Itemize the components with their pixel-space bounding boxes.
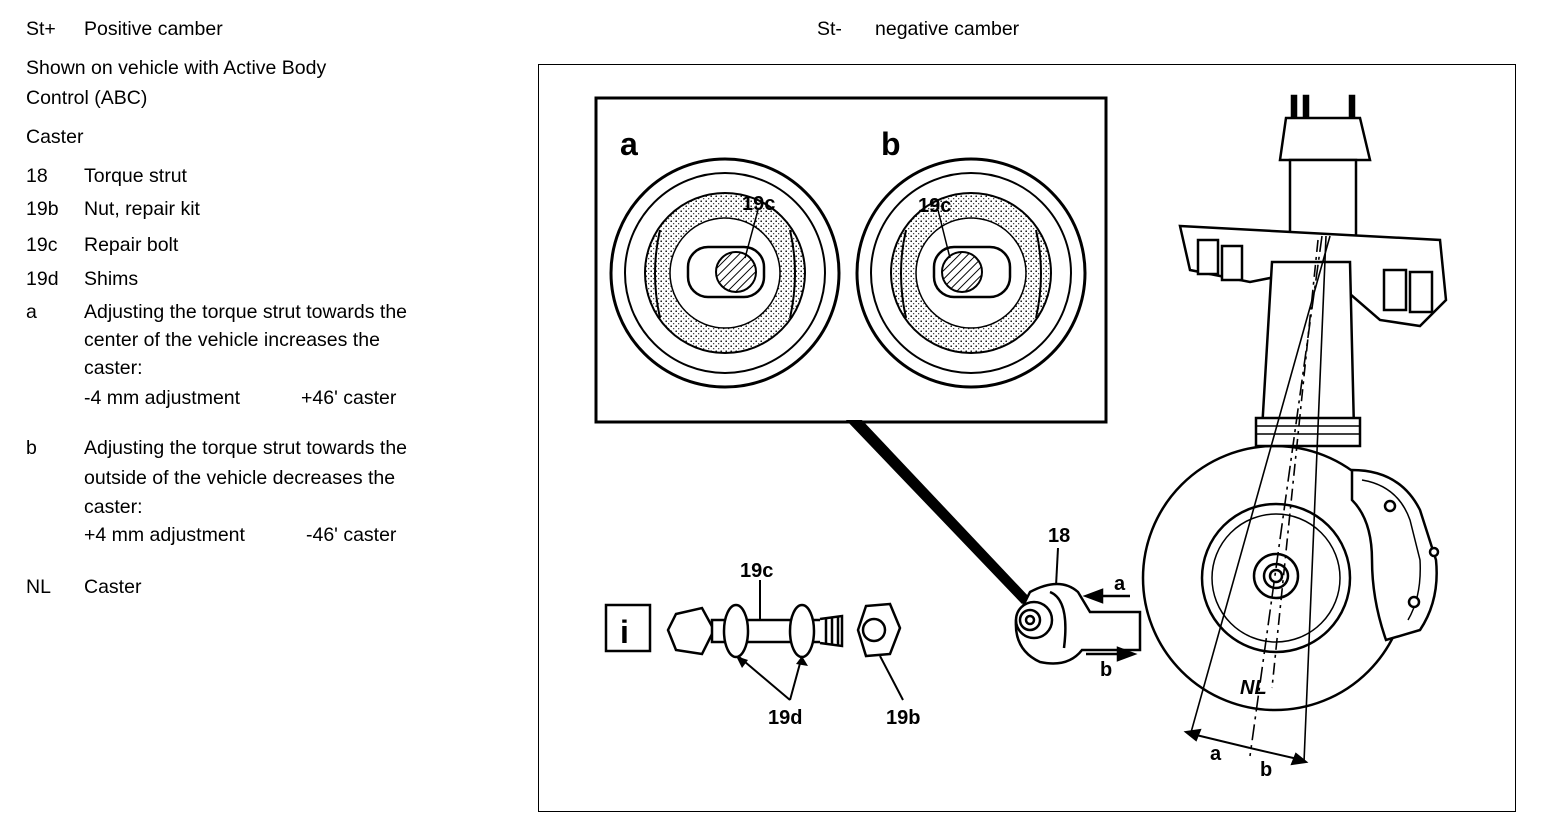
arrow-a-label: a [1114, 573, 1126, 595]
legend-code-18: 18 [26, 165, 48, 187]
note-a-result: +46' caster [301, 387, 397, 409]
nl-label: NL [1240, 677, 1267, 699]
brake-caliper-drawing [1350, 468, 1440, 642]
note-b-result: -46' caster [306, 524, 397, 546]
note-b-adjustment: +4 mm adjustment [84, 524, 245, 546]
st-plus-text: Positive camber [84, 18, 223, 40]
inset-pointer [846, 420, 1030, 604]
st-plus-code: St+ [26, 18, 56, 40]
note-a-line-3: caster: [84, 357, 143, 379]
legend-text-19d: Shims [84, 268, 139, 290]
nut-drawing [856, 602, 902, 658]
shim-arrow-right [796, 656, 808, 666]
note-a-line-2: center of the vehicle increases the [84, 329, 380, 351]
legend-text-19b: Nut, repair kit [84, 198, 200, 220]
arrow-b-label: b [1100, 659, 1112, 681]
note-b-code: b [26, 437, 37, 459]
legend-code-19b: 19b [26, 198, 59, 220]
label-19c: 19c [740, 560, 773, 582]
inset-b-label: b [881, 126, 901, 162]
caster-title: Caster [26, 126, 84, 148]
info-icon-label: i [620, 614, 629, 650]
st-minus-code: St- [817, 18, 842, 40]
legend-code-19d: 19d [26, 268, 59, 290]
legend-text-19c: Repair bolt [84, 234, 179, 256]
st-minus-text: negative camber [875, 18, 1020, 40]
part-leader-lines [737, 547, 1059, 701]
label-19b: 19b [886, 707, 920, 729]
inset-a-bolt-label: 19c [742, 193, 775, 215]
note-a-code: a [26, 301, 37, 323]
strut-arrows [1082, 588, 1138, 662]
bottom-b-label: b [1260, 759, 1272, 781]
note-a-line-1: Adjusting the torque strut towards the [84, 301, 408, 323]
suspension-strut-drawing [1178, 94, 1448, 448]
inset-a-label: a [620, 126, 638, 162]
caster-lines [1189, 235, 1331, 763]
note-b-line-1: Adjusting the torque strut towards the [84, 437, 408, 459]
torque-strut-drawing [1014, 582, 1142, 665]
shim-arrow-left [736, 656, 748, 668]
repair-bolt-drawing [666, 603, 844, 659]
intro-line-2: Control (ABC) [26, 87, 148, 109]
legend-text-18: Torque strut [84, 165, 187, 187]
note-nl-text: Caster [84, 576, 142, 598]
intro-line-1: Shown on vehicle with Active Body [26, 57, 327, 79]
info-icon [604, 603, 652, 653]
inset-b-washer [855, 157, 1087, 389]
label-18: 18 [1048, 525, 1070, 547]
note-a-adjustment: -4 mm adjustment [84, 387, 241, 409]
legend-code-19c: 19c [26, 234, 58, 256]
note-b-line-3: caster: [84, 496, 143, 518]
figure-frame [538, 64, 1516, 812]
bottom-a-label: a [1210, 743, 1222, 765]
inset-a-washer [609, 157, 841, 389]
note-nl-code: NL [26, 576, 51, 598]
label-19d: 19d [768, 707, 802, 729]
note-b-line-2: outside of the vehicle decreases the [84, 467, 396, 489]
inset-b-bolt-label: 19c [918, 195, 951, 217]
caster-dimension-arrows [1183, 728, 1309, 766]
